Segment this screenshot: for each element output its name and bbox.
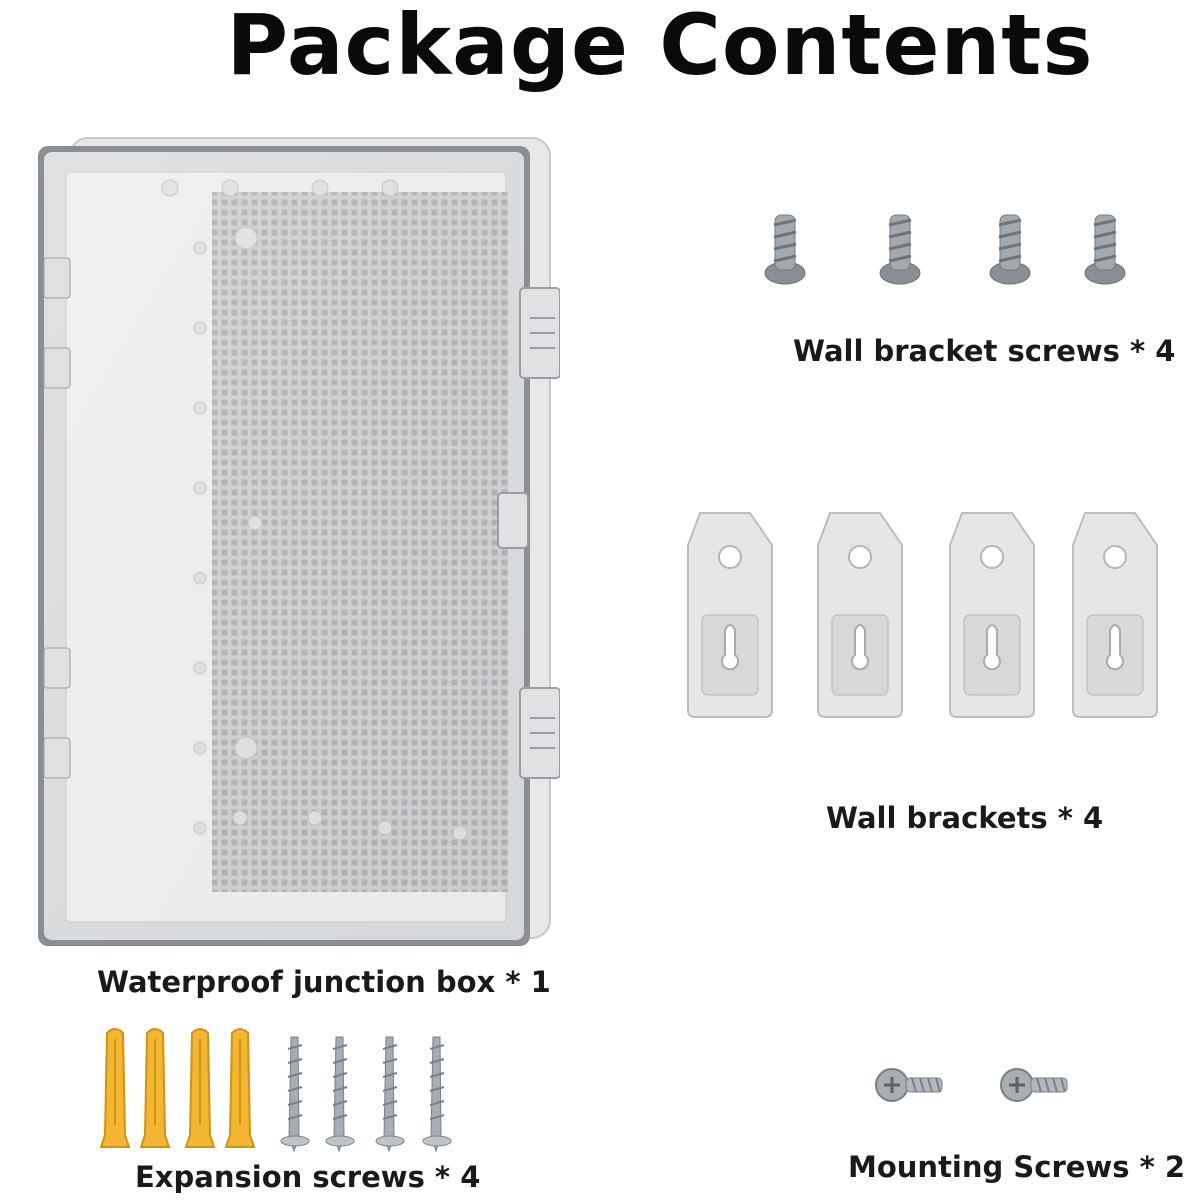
wall-bracket-screws-label: Wall bracket screws * 4 xyxy=(793,334,1176,368)
screw-icon xyxy=(870,1060,1080,1110)
junction-box-label: Waterproof junction box * 1 xyxy=(97,965,551,999)
mounting-screws-label: Mounting Screws * 2 xyxy=(848,1150,1186,1184)
wall-anchor-icon xyxy=(95,1025,475,1155)
wall-brackets-label: Wall brackets * 4 xyxy=(826,801,1104,835)
wall-bracket-icon xyxy=(680,505,1160,725)
junction-box-icon xyxy=(30,128,560,948)
expansion-screws-label: Expansion screws * 4 xyxy=(135,1160,481,1194)
page-title: Package Contents xyxy=(226,0,1094,94)
wall-bracket-screws xyxy=(760,205,1140,295)
